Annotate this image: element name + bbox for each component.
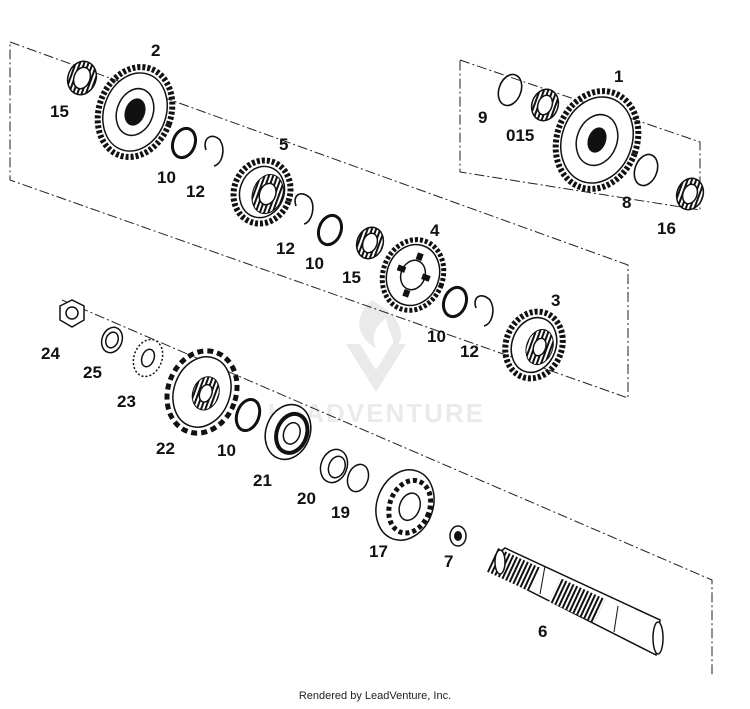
gear-1: [552, 88, 642, 192]
washer-10-lower-right: [441, 285, 469, 319]
part-label-25: 25: [83, 363, 102, 382]
o-ring-19: [346, 463, 370, 493]
gear-5: [230, 157, 294, 227]
part-label-12-lower-right: 12: [460, 342, 479, 361]
part-label-3: 3: [551, 291, 560, 310]
washer-10-middle: [316, 213, 344, 247]
part-label-015: 015: [506, 126, 534, 145]
ball-bearing-17: [375, 469, 435, 541]
part-label-23: 23: [117, 392, 136, 411]
part-label-6: 6: [538, 622, 547, 641]
part-label-15-upper: 15: [50, 102, 69, 121]
gear-2: [94, 64, 176, 160]
seal-21: [264, 403, 312, 461]
nut-24: [59, 299, 85, 328]
part-label-1: 1: [614, 67, 623, 86]
circlip-12-lower-right: [474, 295, 494, 327]
part-label-17: 17: [369, 542, 388, 561]
part-label-20: 20: [297, 489, 316, 508]
needle-bearing-16: [675, 177, 705, 211]
part-label-7: 7: [444, 552, 453, 571]
part-label-8: 8: [622, 193, 631, 212]
washer-9: [497, 73, 523, 107]
part-label-10-upper: 10: [157, 168, 176, 187]
main-shaft-6: [487, 547, 664, 657]
part-label-5: 5: [279, 135, 288, 154]
part-label-19: 19: [331, 503, 350, 522]
needle-bearing-15-upper-left: [66, 60, 98, 96]
part-label-24: 24: [41, 344, 60, 363]
part-label-21: 21: [253, 471, 272, 490]
part-label-4: 4: [430, 221, 440, 240]
needle-bearing-015: [530, 88, 560, 122]
gear-3: [502, 308, 566, 382]
needle-bearing-15-middle: [355, 226, 385, 260]
footer-credit: Rendered by LeadVenture, Inc.: [298, 690, 452, 702]
part-label-22: 22: [156, 439, 175, 458]
part-label-12-upper: 12: [186, 182, 205, 201]
part-label-10-lower-left: 10: [217, 441, 236, 460]
lock-washer-23: [132, 338, 164, 378]
sprocket-22: [164, 348, 240, 436]
upper-shaft-group-boundary: [9, 41, 629, 399]
bushing-7: [449, 525, 467, 547]
spacer-20: [319, 448, 349, 484]
circlip-12-middle: [294, 193, 314, 225]
part-label-15-middle: 15: [342, 268, 361, 287]
part-labels: 2 15 10 12 5 12 10 15 4 10 12 3 1 9 015 …: [41, 41, 676, 641]
circlip-12-upper: [204, 135, 224, 167]
washer-8: [633, 153, 659, 187]
watermark-logo: [346, 300, 406, 392]
main-shaft-group-boundary: [61, 299, 713, 676]
part-label-12-middle: 12: [276, 239, 295, 258]
washer-10-lower-left: [234, 398, 262, 432]
gear-4: [379, 237, 447, 313]
bushing-25: [100, 326, 124, 354]
part-label-2: 2: [151, 41, 160, 60]
part-label-16: 16: [657, 219, 676, 238]
part-label-10-middle: 10: [305, 254, 324, 273]
part-label-10-lower-right: 10: [427, 327, 446, 346]
part-label-9: 9: [478, 108, 487, 127]
washer-10-upper: [170, 126, 198, 160]
